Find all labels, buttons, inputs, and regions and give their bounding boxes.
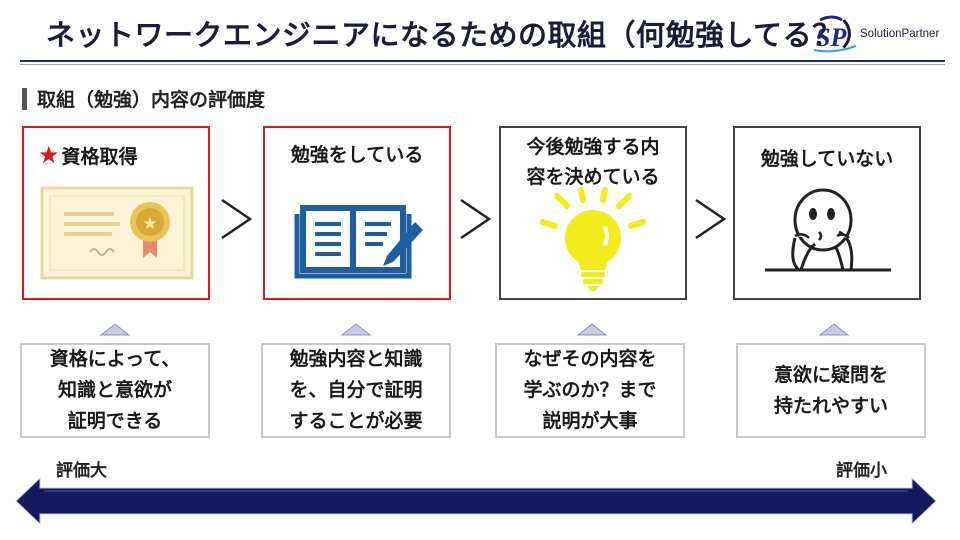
section-heading-text: 取組（勉強）内容の評価度 — [37, 89, 266, 111]
heading-bar — [22, 87, 27, 110]
title-divider — [20, 60, 945, 62]
sp-logo-icon: SP — [813, 15, 857, 53]
description-studying: 勉強内容と知識 を、自分で証明 することが必要 — [261, 343, 451, 438]
card-title-decided: 今後勉強する内 容を決めている — [526, 136, 660, 188]
scale-label-low: 評価小 — [836, 461, 887, 481]
card-not-studying: 勉強していない — [733, 126, 921, 300]
card-title-certification: ★資格取得 — [24, 140, 208, 172]
certificate-icon: ★ — [24, 178, 208, 288]
card-title-studying: 勉強をしている — [290, 144, 424, 166]
description-not-studying: 意欲に疑問を 持たれやすい — [736, 343, 926, 438]
open-book-pen-icon — [265, 178, 449, 288]
greater-than-separator-2 — [460, 198, 492, 240]
section-heading: 取組（勉強）内容の評価度 — [22, 85, 265, 112]
title-divider-thin — [20, 64, 945, 65]
up-triangle-icon — [818, 323, 850, 336]
card-studying: 勉強をしている — [263, 126, 451, 300]
card-certification: ★資格取得 ★ — [22, 126, 210, 300]
svg-text:★: ★ — [142, 214, 157, 234]
up-triangle-icon — [576, 323, 608, 336]
greater-than-separator-3 — [695, 198, 727, 240]
star-icon: ★ — [38, 141, 60, 169]
company-logo: SP SolutionPartner — [812, 12, 952, 56]
evaluation-scale-arrow — [15, 476, 937, 526]
card-decided: 今後勉強する内 容を決めている — [499, 126, 687, 300]
light-bulb-icon — [501, 184, 685, 294]
scale-label-high: 評価大 — [56, 461, 107, 481]
logo-glyph: SP — [816, 23, 847, 52]
description-certification: 資格によって、 知識と意欲が 証明できる — [20, 343, 210, 438]
description-decided: なぜその内容を 学ぶのか？まで 説明が大事 — [495, 343, 685, 438]
up-triangle-icon — [340, 323, 372, 336]
greater-than-separator-1 — [221, 198, 253, 240]
page-title: ネットワークエンジニアになるための取組（何勉強してる？） — [46, 18, 872, 52]
thinking-person-icon — [735, 178, 919, 288]
card-title-text: 資格取得 — [61, 146, 138, 168]
up-triangle-icon — [99, 323, 131, 336]
card-title-not-studying: 勉強していない — [760, 148, 894, 170]
logo-text: SolutionPartner — [860, 28, 940, 40]
